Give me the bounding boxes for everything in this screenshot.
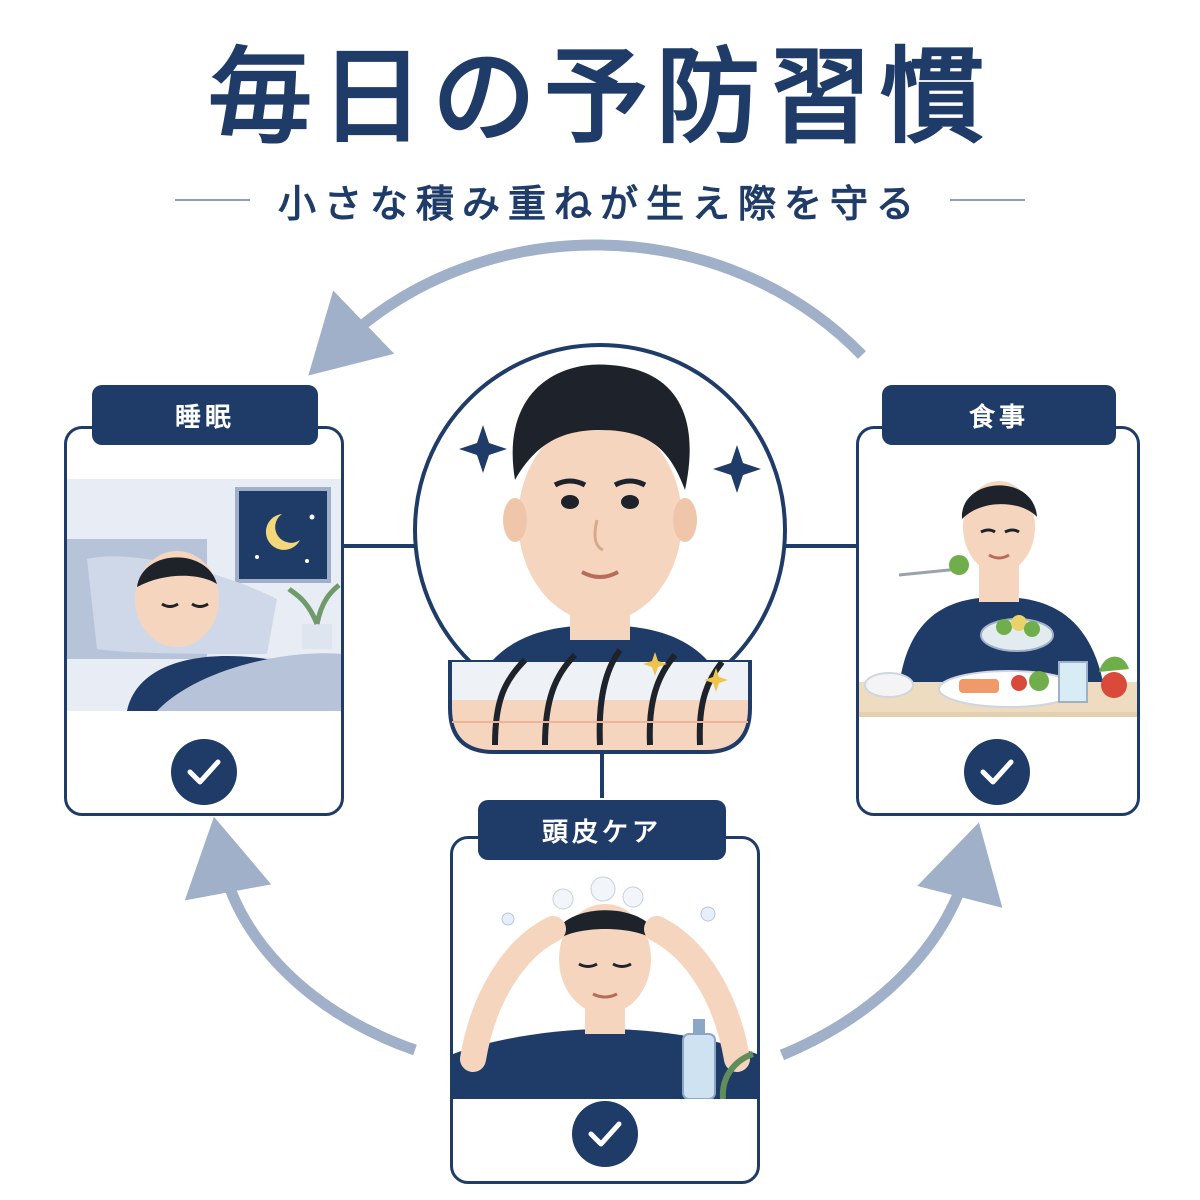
- cycle-arrow-right: [779, 822, 1003, 1061]
- check-icon: [964, 739, 1030, 805]
- habit-label-meal: 食事: [882, 385, 1116, 445]
- sleep-illustration: [67, 479, 341, 711]
- page-subtitle: 小さな積み重ねが生え際を守る: [277, 181, 922, 226]
- subtitle-left-line: [174, 199, 250, 201]
- habit-card-meal: [856, 426, 1140, 816]
- subtitle-row: 小さな積み重ねが生え際を守る: [0, 170, 1200, 230]
- center-portrait: [413, 343, 787, 754]
- cycle-arrow-top: [308, 239, 866, 376]
- cycle-arrow-left: [184, 816, 417, 1056]
- subtitle-right-line: [950, 199, 1025, 201]
- page-title: 毎日の予防習慣: [207, 36, 992, 158]
- scalp-care-illustration: [453, 859, 757, 1099]
- sparkle-icon: [713, 445, 761, 493]
- habit-label-scalp-care: 頭皮ケア: [478, 800, 726, 860]
- hair-follicle-closeup: [448, 648, 752, 754]
- habit-card-scalp-care: [450, 836, 760, 1184]
- sparkle-icon: [643, 652, 667, 676]
- check-icon: [171, 739, 237, 805]
- meal-illustration: [859, 457, 1137, 717]
- moon-icon: [265, 514, 300, 550]
- sparkle-icon: [704, 668, 728, 692]
- habit-card-sleep: [64, 426, 344, 816]
- check-icon: [572, 1101, 638, 1167]
- habit-label-sleep: 睡眠: [92, 385, 318, 445]
- sparkle-icon: [459, 425, 507, 473]
